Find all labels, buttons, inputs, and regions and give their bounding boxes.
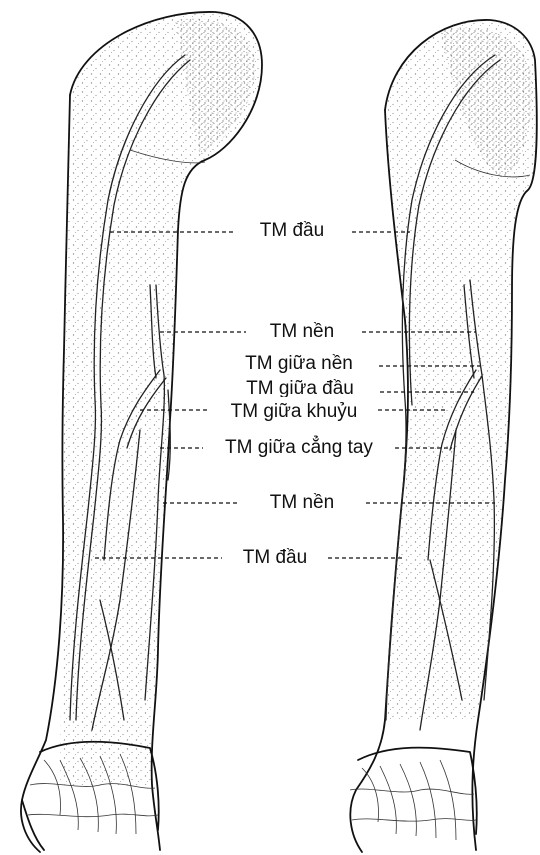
label-cephalic-lower: TM đầu [243,547,307,568]
label-basilic-lower: TM nền [270,492,334,513]
label-median-basilic: TM giữa nền [245,353,353,374]
labels: TM đầu TM nền TM giữa nền TM giữa đầu TM… [205,214,393,568]
label-basilic-upper: TM nền [270,321,334,342]
label-median-antebrachial: TM giữa cẳng tay [225,436,373,458]
label-median-cubital: TM giữa khuỷu [231,401,358,422]
label-median-cephalic: TM giữa đầu [246,378,354,399]
label-cephalic-upper: TM đầu [260,220,324,241]
left-arm-illustration [21,12,262,852]
